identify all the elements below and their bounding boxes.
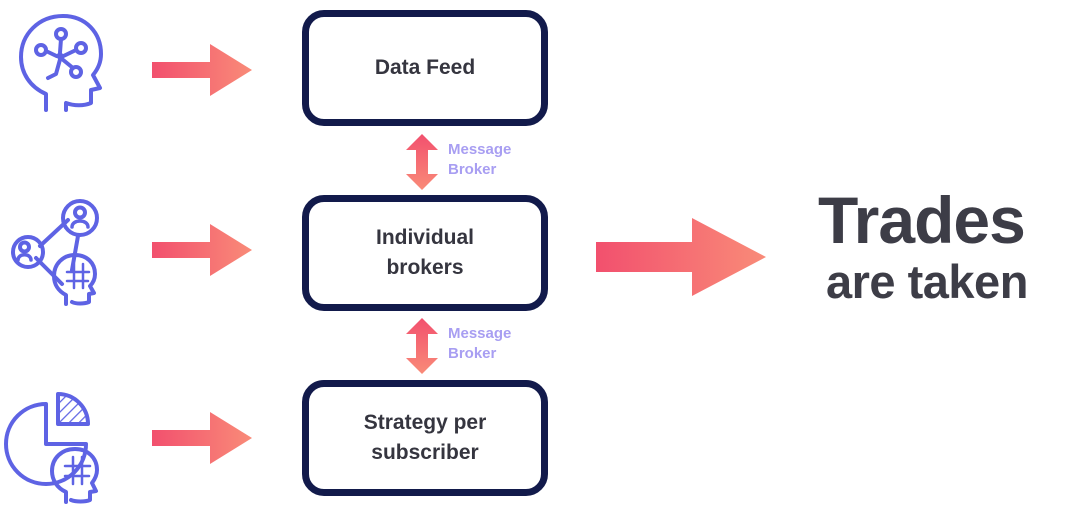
result-text: Trades are taken <box>818 183 1028 309</box>
message-broker-label-1: Message Broker <box>448 141 512 178</box>
flow-arrow-brokers <box>152 218 252 282</box>
flow-arrow-strategy <box>152 406 252 470</box>
result-line2: are taken <box>826 255 1028 309</box>
double-arrow-icon <box>404 134 440 190</box>
flow-arrow-datafeed <box>152 38 252 102</box>
people-network-icon <box>4 192 114 310</box>
box-individual-brokers: Individual brokers <box>302 195 548 311</box>
box-individual-brokers-label: Individual brokers <box>375 225 474 279</box>
result-line1: Trades <box>818 183 1026 257</box>
box-data-feed: Data Feed <box>302 10 548 126</box>
message-broker-label-2: Message Broker <box>448 325 512 362</box>
ai-brain-head-icon <box>8 4 113 114</box>
pie-chart-head-icon <box>0 382 112 505</box>
result-arrow <box>596 215 766 299</box>
box-strategy-per-subscriber: Strategy per subscriber <box>302 380 548 496</box>
box-data-feed-label: Data Feed <box>374 55 476 79</box>
double-arrow-icon <box>404 318 440 374</box>
box-strategy-per-subscriber-label: Strategy per subscriber <box>363 410 487 464</box>
